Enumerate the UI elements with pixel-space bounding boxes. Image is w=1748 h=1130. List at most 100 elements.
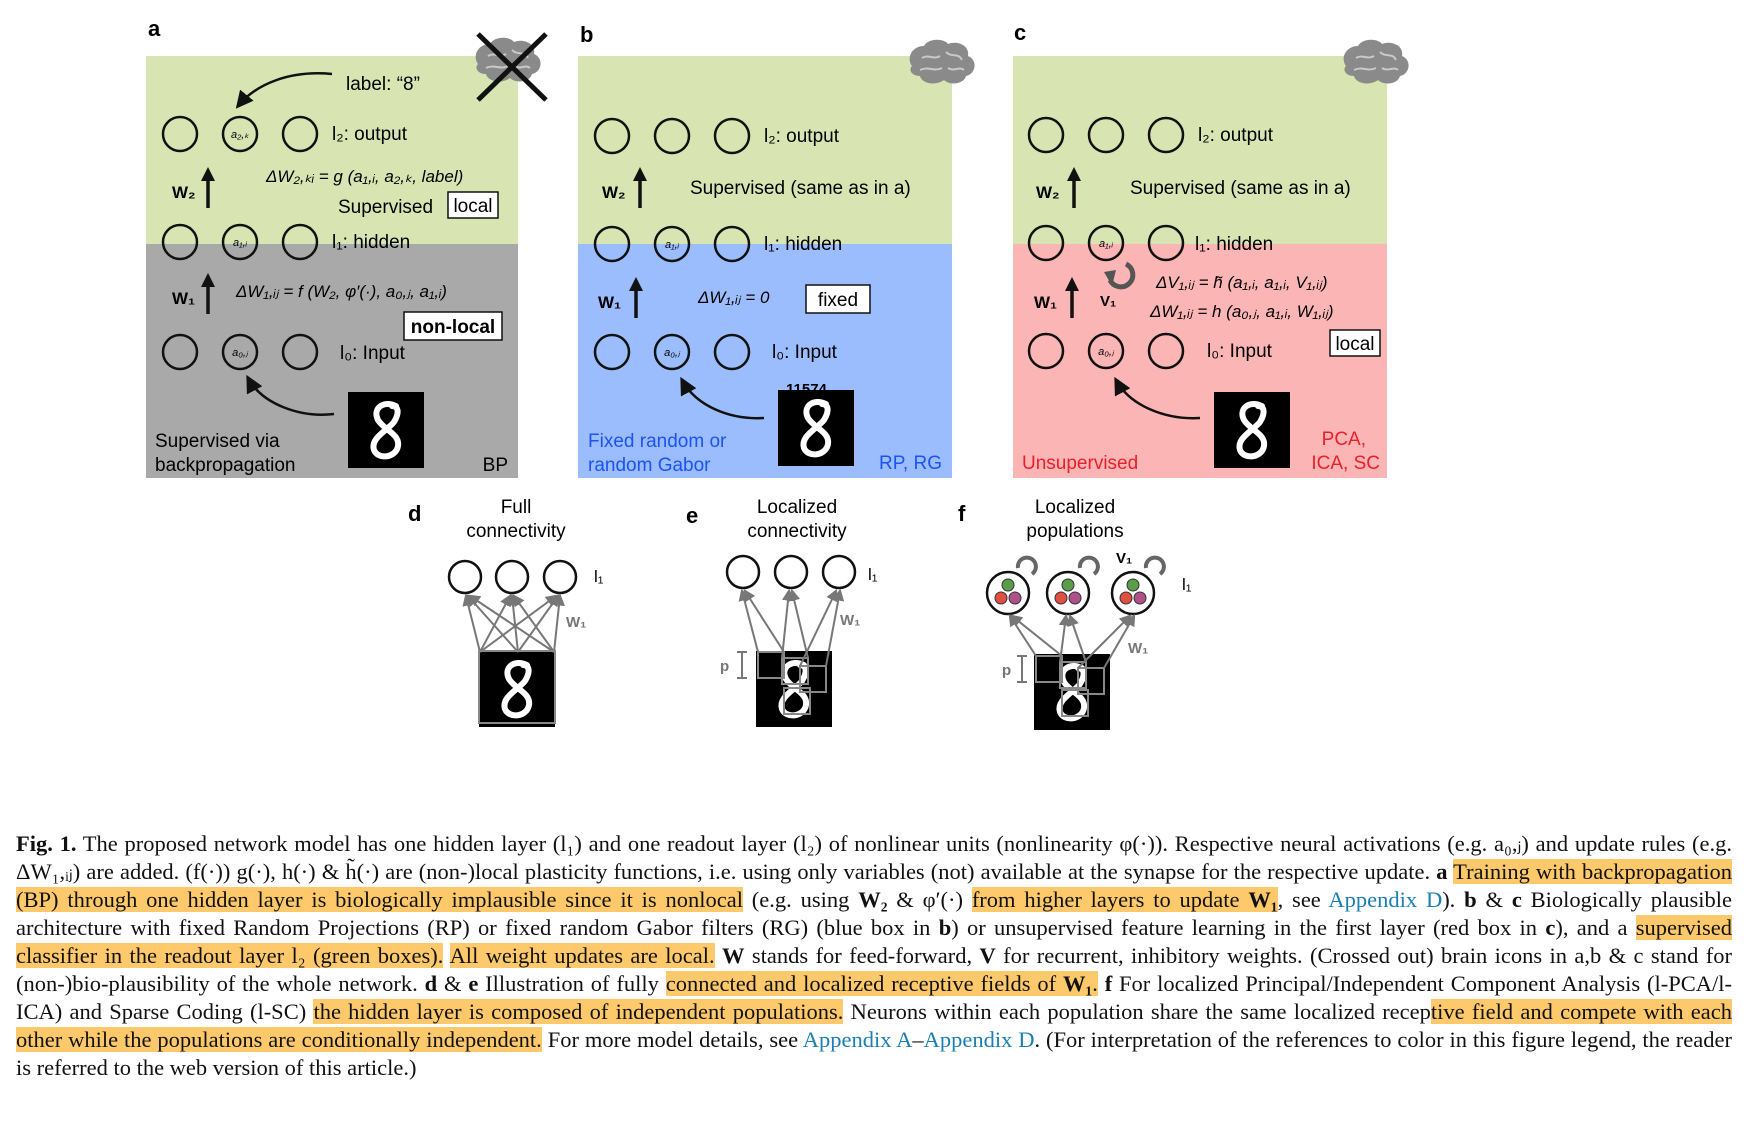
caption-symbol: W₁: [1062, 971, 1093, 996]
caption-panel-ref: c: [1511, 887, 1522, 912]
panel-c: c l₂: output W₂ Supervised (same as in a…: [1013, 20, 1410, 478]
panel-title: Full: [501, 497, 532, 518]
layer-label: l₁: hidden: [332, 232, 410, 253]
caption-text: [1098, 971, 1105, 996]
population: [1110, 570, 1156, 616]
connection-lines: [738, 588, 845, 667]
layer-label: l₀: Input: [772, 342, 838, 363]
layer-label: l₁: [1182, 575, 1192, 594]
output-neuron: [1087, 116, 1125, 154]
hidden-neuron: [593, 225, 631, 263]
caption-text: –: [912, 1027, 924, 1052]
patch-size-label: p: [1002, 662, 1011, 679]
layer-label: l₁: hidden: [1195, 234, 1273, 255]
mnist-digit-image: [1034, 654, 1110, 730]
input-neuron: [161, 333, 199, 371]
node-label: a₀,ⱼ: [1098, 346, 1115, 358]
population: [1045, 570, 1091, 616]
caption-panel-ref: b: [938, 915, 952, 940]
output-neuron: [653, 117, 691, 155]
caption-text: Biologically plausible architecture with…: [16, 887, 1732, 940]
update-rule: ΔW₁,ᵢⱼ = 0: [697, 288, 770, 307]
update-rule: ΔW₁,ᵢⱼ = h (a₀,ⱼ, a₁,ᵢ, W₁,ᵢⱼ): [1149, 302, 1334, 321]
node-label: a₀,ⱼ: [232, 347, 249, 359]
update-rule: ΔV₁,ᵢⱼ = h̃ (a₁,ᵢ, a₁,ᵢ, V₁,ᵢⱼ): [1155, 273, 1328, 292]
recurrent-arrow-icon: [1107, 261, 1136, 290]
mnist-digit-image: [479, 651, 555, 727]
panel-b: b l₂: output W₂ Supervised (same as in a…: [578, 22, 976, 478]
node-label: a₀,ⱼ: [664, 347, 681, 359]
hidden-neuron: [1027, 224, 1065, 262]
weight-label: W₂: [602, 183, 626, 202]
panel-letter: d: [408, 501, 421, 526]
node-label: a₁,ᵢ: [665, 239, 680, 251]
caption-symbol: W₁: [1248, 887, 1278, 912]
panel-a: a label: “8” a₂,ₖ l₂: output W₂ ΔW₂,ₖᵢ =…: [146, 16, 548, 478]
caption-symbol: W₂: [858, 887, 888, 912]
panel-description: Unsupervised: [1022, 453, 1138, 474]
locality-label: local: [1335, 334, 1374, 355]
figure-caption: Fig. 1. The proposed network model has o…: [16, 830, 1733, 1082]
learning-type: Supervised (same as in a): [690, 178, 911, 199]
input-neuron: [713, 333, 751, 371]
weight-label: W₂: [1036, 183, 1060, 202]
input-arrow: [680, 376, 765, 420]
caption-text: &: [437, 971, 469, 996]
recurrent-arrowhead: [1104, 270, 1116, 286]
panel-e: e Localized connectivity l₁ p W₁: [686, 497, 878, 727]
input-neuron: [1147, 332, 1185, 370]
output-neuron: [1027, 116, 1065, 154]
panel-description: Supervised via: [155, 431, 280, 452]
caption-text: stands for feed-forward,: [744, 943, 980, 968]
hidden-neuron: [494, 559, 530, 595]
hidden-neuron: [713, 225, 751, 263]
caption-symbol: W: [721, 943, 745, 968]
input-neuron: [593, 333, 631, 371]
cross-out-icon: [476, 32, 548, 102]
caption-highlight: connected and localized receptive fields…: [665, 971, 1063, 996]
appendix-link[interactable]: Appendix A: [802, 1027, 913, 1052]
weight-label: W₁: [598, 293, 621, 312]
hidden-neuron: [653, 225, 691, 263]
caption-panel-ref: d: [424, 971, 438, 996]
locality-label: fixed: [818, 290, 858, 311]
method-tag: ICA, SC: [1311, 453, 1380, 474]
panel-letter: b: [580, 22, 593, 47]
caption-text: for recurrent, inhibitory weights. (Cros…: [16, 943, 1732, 996]
caption-text: . (For interpretation of the references …: [16, 1027, 1732, 1080]
learning-type: Supervised: [338, 197, 433, 218]
caption-text: [715, 943, 722, 968]
caption-text: ).: [1442, 887, 1465, 912]
layer-label: l₀: Input: [340, 343, 406, 364]
weight-label: V₁: [1100, 293, 1116, 310]
appendix-link[interactable]: Appendix D: [923, 1027, 1035, 1052]
locality-label: local: [453, 196, 492, 217]
layer-label: l₁: [594, 567, 604, 586]
output-neuron: [221, 115, 259, 153]
appendix-link[interactable]: Appendix D: [1328, 887, 1443, 912]
connection-lines: [1008, 613, 1136, 669]
layer-label: l₂: output: [332, 124, 408, 145]
caption-text: Illustration of fully: [478, 971, 666, 996]
hidden-neuron: [725, 554, 761, 590]
panel-title: connectivity: [466, 521, 566, 542]
node-label: a₁,ᵢ: [233, 237, 248, 249]
receptive-field-patches: [1035, 655, 1105, 717]
caption-panel-ref: a: [1436, 859, 1448, 884]
method-tag: BP: [483, 455, 508, 476]
caption-highlight: the hidden layer is composed of independ…: [313, 999, 844, 1024]
panel-d: d Full connectivity l₁ W₁: [408, 497, 604, 727]
panel-description: Fixed random or: [588, 431, 727, 452]
patch-size-bracket: [737, 651, 747, 679]
mnist-digit-image: [1214, 392, 1290, 468]
layer-label: l₂: output: [764, 126, 840, 147]
layer-label: l₂: output: [1198, 125, 1274, 146]
locality-box: [403, 311, 503, 341]
caption-text: For localized Principal/Independent Comp…: [16, 971, 1732, 1024]
panel-title: Localized: [1035, 497, 1115, 518]
hidden-neuron: [281, 223, 319, 261]
input-neuron: [221, 333, 259, 371]
mnist-digit-image: [778, 390, 854, 466]
caption-highlight: .: [1092, 971, 1098, 996]
hidden-neuron: [1147, 224, 1185, 262]
